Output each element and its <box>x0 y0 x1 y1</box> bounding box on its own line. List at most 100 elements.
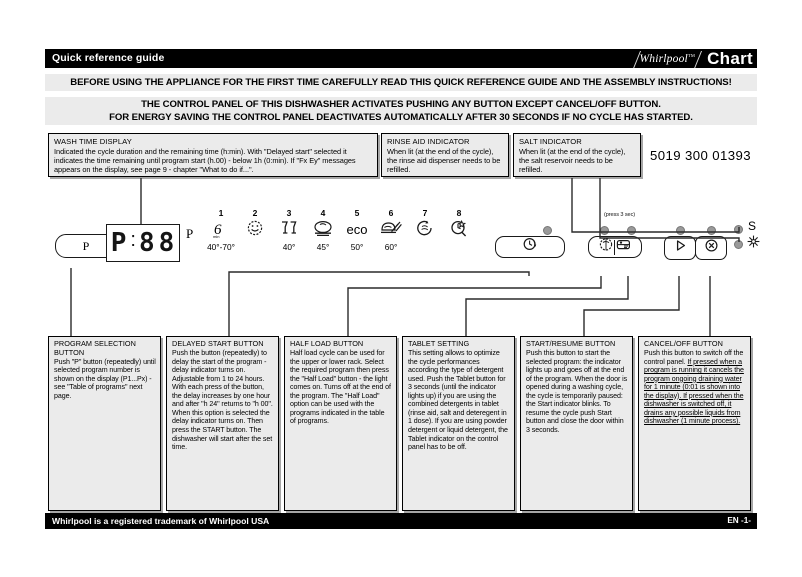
rapid-program-icon <box>442 219 476 241</box>
half-load-tablet-button-group[interactable] <box>588 236 642 258</box>
whirlpool-logo: WhirlpoolTM <box>639 52 696 65</box>
clock-delay-icon <box>522 237 539 257</box>
program-3-temp: 40° <box>282 242 296 252</box>
desc-body: This setting allows to optimize the cycl… <box>408 349 508 452</box>
display-colon: : <box>130 228 136 251</box>
press-3-sec-note: (press 3 sec) <box>604 212 636 218</box>
start-indicator-dot <box>676 226 685 235</box>
wash-time-display: P : 8 8 <box>106 224 180 262</box>
desc-body-plain: Push this button to switch off the contr… <box>644 349 744 366</box>
program-8-temp <box>442 241 476 253</box>
wash-time-display-box: WASH TIME DISPLAY Indicated the cycle du… <box>48 133 378 177</box>
desc-body: Half load cycle can be used for the uppe… <box>290 349 391 426</box>
plate-program-icon <box>306 219 340 241</box>
program-2-number: 2 <box>252 208 258 218</box>
prewash-program-icon <box>408 219 442 241</box>
salt-heading: SALT INDICATOR <box>519 137 582 146</box>
button-divider <box>613 239 616 255</box>
half-load-indicator-dot <box>600 226 609 235</box>
desc-heading: DELAYED START BUTTON <box>172 339 264 348</box>
half-load-icon <box>598 237 614 257</box>
header-bar: Quick reference guide WhirlpoolTM Chart <box>45 49 757 68</box>
desc-heading: START/RESUME BUTTON <box>526 339 616 348</box>
notice-control-panel: THE CONTROL PANEL OF THIS DISHWASHER ACT… <box>45 97 757 125</box>
salt-indicator-label: S <box>748 219 757 233</box>
program-1-number: 1 <box>218 208 224 218</box>
display-digit: 8 <box>158 228 176 258</box>
desc-heading: HALF LOAD BUTTON <box>290 339 364 348</box>
tablet-indicator-dot <box>627 226 636 235</box>
desc-body: Push the button (repeatedly) to delay th… <box>172 349 273 452</box>
rinse-aid-body: When lit (at the end of the cycle), the … <box>387 146 501 174</box>
desc-half-load: HALF LOAD BUTTON Half load cycle can be … <box>284 336 397 511</box>
cross-circle-icon <box>704 238 719 258</box>
desc-heading: CANCEL/OFF BUTTON <box>644 339 723 348</box>
eco-program-icon: eco <box>346 222 368 237</box>
salt-indicator-box: SALT INDICATOR When lit (at the end of t… <box>513 133 641 177</box>
notice-line: FOR ENERGY SAVING THE CONTROL PANEL DEAC… <box>109 112 693 123</box>
notice-first-use: BEFORE USING THE APPLIANCE FOR THE FIRST… <box>45 74 757 91</box>
desc-body: Push this button to switch off the contr… <box>644 349 746 426</box>
desc-start-resume: START/RESUME BUTTON Push this button to … <box>520 336 633 511</box>
program-3-number: 3 <box>286 208 292 218</box>
program-8-number: 8 <box>456 208 462 218</box>
rinse-aid-heading: RINSE AID INDICATOR <box>387 137 470 146</box>
salt-body: When lit (at the end of the cycle), the … <box>519 146 626 174</box>
program-2: 2 <box>238 208 272 253</box>
desc-program-selection: PROGRAM SELECTION BUTTON Push "P" button… <box>48 336 161 511</box>
program-6: 6 60° <box>374 208 408 253</box>
play-icon <box>673 238 688 258</box>
wash-time-display-heading: WASH TIME DISPLAY <box>54 137 132 146</box>
desc-tablet-setting: TABLET SETTING This setting allows to op… <box>402 336 515 511</box>
start-resume-button[interactable] <box>664 236 696 260</box>
program-column-label: P <box>186 226 194 241</box>
pots-pans-program-icon <box>374 219 408 241</box>
program-5-temp: 50° <box>350 242 364 252</box>
salt-indicator-dot <box>734 225 743 234</box>
footer-page-number: EN -1- <box>727 515 751 525</box>
glasses-program-icon <box>272 219 306 241</box>
program-4: 4 45° <box>306 208 340 253</box>
smiley-program-icon <box>238 219 272 241</box>
program-selection-button-label: P <box>82 238 90 253</box>
cancel-indicator-dot <box>707 226 716 235</box>
desc-heading: PROGRAM SELECTION BUTTON <box>54 339 136 357</box>
program-7-temp <box>408 241 442 253</box>
desc-body: Push this button to start the selected p… <box>526 349 628 435</box>
program-2-temp <box>238 241 272 253</box>
chart-logo: Chart <box>707 48 753 68</box>
cancel-off-button[interactable] <box>695 236 727 260</box>
notice-line: BEFORE USING THE APPLIANCE FOR THE FIRST… <box>70 77 732 88</box>
display-digit: P <box>110 228 128 258</box>
footer-trademark-text: Whirlpool is a registered trademark of W… <box>52 515 270 526</box>
delayed-start-button[interactable] <box>495 236 565 258</box>
brand-area: WhirlpoolTM Chart <box>637 49 753 68</box>
program-3: 3 40° <box>272 208 306 253</box>
program-8: 8 <box>442 208 476 253</box>
wash-time-display-body: Indicated the cycle duration and the rem… <box>54 146 356 174</box>
desc-heading: TABLET SETTING <box>408 339 470 348</box>
program-5-number: 5 <box>354 208 360 218</box>
trademark-mark: TM <box>687 52 696 58</box>
display-digit: 8 <box>138 228 156 258</box>
program-6-temp: 60° <box>384 242 398 252</box>
notice-line: THE CONTROL PANEL OF THIS DISHWASHER ACT… <box>141 99 661 110</box>
program-7-number: 7 <box>422 208 428 218</box>
rinse-aid-indicator-label <box>746 234 761 252</box>
footer-bar: Whirlpool is a registered trademark of W… <box>45 513 757 529</box>
program-4-number: 4 <box>320 208 326 218</box>
delay-indicator-dot <box>543 226 552 235</box>
program-6-number: 6 <box>388 208 394 218</box>
desc-body-underlined: If pressed when a program is running it … <box>644 357 744 426</box>
page-title: Quick reference guide <box>52 52 165 64</box>
svg-text:min: min <box>213 234 219 239</box>
program-5: 5 eco 50° <box>340 208 374 253</box>
program-4-temp: 45° <box>316 242 330 252</box>
rinse-aid-indicator-dot <box>734 240 743 249</box>
desc-delayed-start: DELAYED START BUTTON Push the button (re… <box>166 336 279 511</box>
